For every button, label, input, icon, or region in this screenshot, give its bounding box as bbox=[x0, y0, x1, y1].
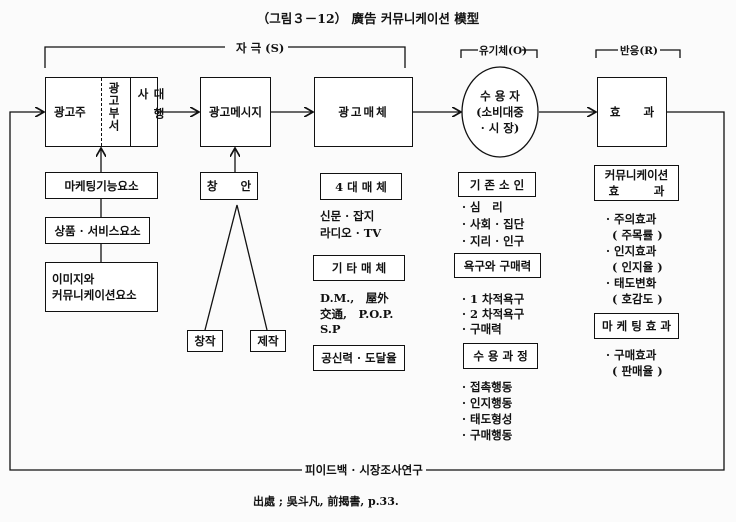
mkt-effect-item: ( 판매율 ) bbox=[612, 364, 663, 378]
communication-effect-label2: 효 과 bbox=[608, 184, 665, 198]
process-item: · 구매행동 bbox=[462, 428, 513, 442]
image-label: 이미지와 bbox=[52, 272, 95, 286]
communication-effect-label: 커뮤니케이션 bbox=[604, 168, 669, 182]
comm-effect-item: ( 인지율 ) bbox=[612, 260, 663, 274]
existing-item: · 사회 · 집단 bbox=[462, 217, 525, 231]
existing-factors-box: 기 존 소 인 bbox=[458, 172, 536, 197]
existing-item: · 심 리 bbox=[462, 200, 503, 214]
ad-media-box: 광고매체 bbox=[314, 77, 413, 147]
existing-item: · 지리 · 인구 bbox=[462, 234, 525, 248]
four-media-item: 라디오 · TV bbox=[320, 226, 382, 240]
agency-label: 대행사 bbox=[136, 88, 166, 127]
process-item: · 태도형성 bbox=[462, 412, 513, 426]
needs-item: · 1 차적욕구 bbox=[462, 292, 525, 306]
receiver-sub2: · 시 장) bbox=[480, 121, 520, 135]
label-response: 반응(R) bbox=[620, 45, 658, 57]
other-media-box: 기 타 매 체 bbox=[313, 255, 405, 281]
effect-box: 효 과 bbox=[597, 77, 667, 147]
receiver-label: 수 용 자 bbox=[480, 89, 520, 103]
advertiser-box: 광고주 광고부서 대행사 bbox=[45, 77, 166, 147]
comm-effect-item: ( 주목률 ) bbox=[612, 228, 663, 242]
marketing-effect-box: 마 케 팅 효 과 bbox=[594, 313, 679, 339]
other-media-item: 交通, P.O.P. bbox=[320, 307, 394, 321]
receiver-sub: (소비대중 bbox=[476, 105, 524, 119]
process-item: · 접촉행동 bbox=[462, 380, 513, 394]
needs-item: · 구매력 bbox=[462, 322, 502, 336]
image-communication-box: 이미지와 커뮤니케이션요소 bbox=[45, 262, 158, 312]
comm-effect-item: · 태도변화 bbox=[606, 276, 657, 290]
mkt-effect-item: · 구매효과 bbox=[606, 348, 657, 362]
comm-effect-item: ( 호감도 ) bbox=[612, 292, 663, 306]
label-organism: 유기체(O) bbox=[479, 45, 528, 57]
marketing-function-box: 마케팅기능요소 bbox=[45, 172, 158, 199]
idea-box: 창 안 bbox=[200, 172, 258, 200]
comm-effect-item: · 인지효과 bbox=[606, 244, 657, 258]
source-note: 出處 ; 吳斗凡, 前揭書, p.33. bbox=[253, 495, 399, 508]
four-media-item: 신문 · 잡지 bbox=[320, 209, 375, 223]
four-media-box: 4 대 매 체 bbox=[320, 173, 402, 200]
process-item: · 인지행동 bbox=[462, 396, 513, 410]
ad-message-box: 광고메시지 bbox=[200, 77, 271, 147]
comm-effect-item: · 주의효과 bbox=[606, 212, 657, 226]
needs-item: · 2 차적욕구 bbox=[462, 307, 525, 321]
bracket-response bbox=[595, 49, 681, 58]
creation-box: 창작 bbox=[187, 330, 223, 352]
communication-effect-box: 커뮤니케이션 효 과 bbox=[594, 165, 679, 201]
other-media-item: S.P bbox=[320, 322, 341, 336]
needs-box: 욕구와 구매력 bbox=[454, 253, 541, 278]
production-box: 제작 bbox=[250, 330, 286, 352]
bracket-stimulus bbox=[44, 46, 406, 68]
feedback-label: 피이드백 · 시장조사연구 bbox=[302, 462, 426, 478]
other-media-item: D.M., 屋外 bbox=[320, 291, 389, 305]
label-stimulus: 자 극 (S) bbox=[232, 40, 289, 56]
reach-box: 공신력 · 도달율 bbox=[313, 345, 405, 371]
acceptance-process-box: 수 용 과 정 bbox=[463, 343, 538, 369]
receiver-circle bbox=[461, 66, 539, 158]
communication-element-label: 커뮤니케이션요소 bbox=[52, 288, 137, 302]
idea-triangle bbox=[204, 204, 268, 331]
ad-department-label: 광고부서 bbox=[107, 82, 121, 132]
figure-title: （그림３－12） 廣告 커뮤니케이션 模型 bbox=[256, 11, 480, 26]
product-service-box: 상품 · 서비스요소 bbox=[45, 217, 150, 244]
advertiser-label: 광고주 bbox=[54, 105, 86, 119]
bracket-organism bbox=[460, 49, 538, 58]
